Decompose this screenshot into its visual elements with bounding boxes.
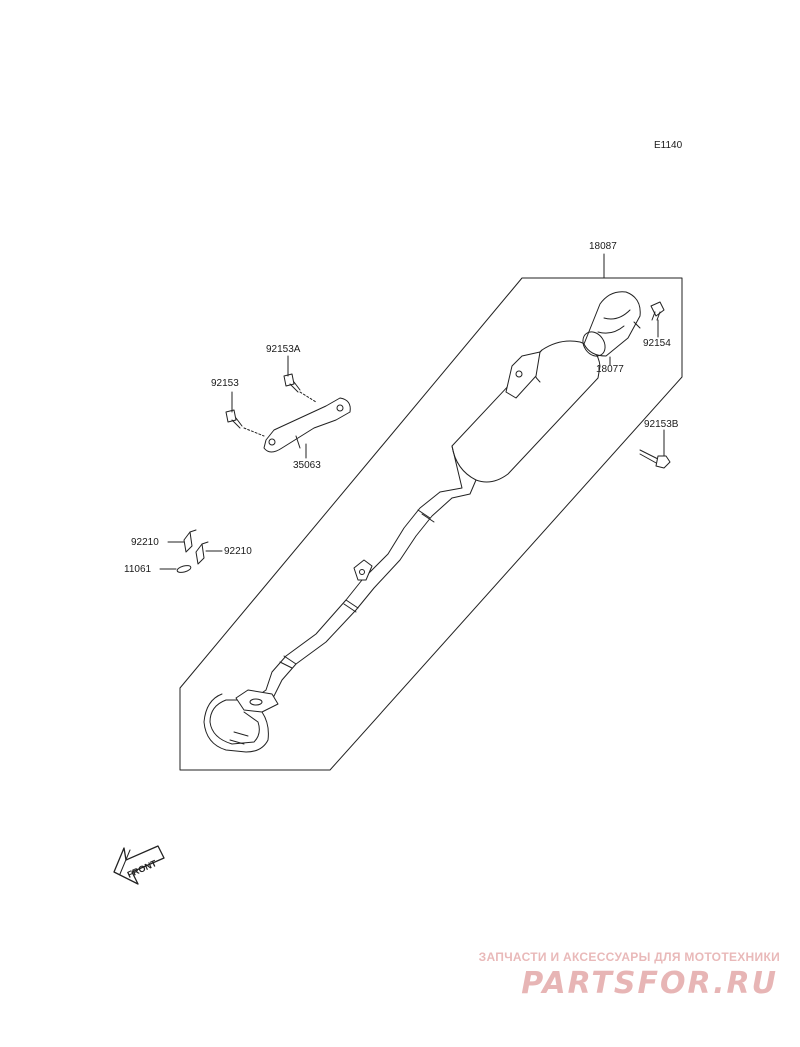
muffler[interactable] <box>439 340 601 499</box>
bolt-92153A[interactable] <box>283 373 301 393</box>
muffler-end-cap[interactable] <box>578 291 641 361</box>
part-label-92210-b[interactable]: 92210 <box>224 546 252 557</box>
part-label-18087[interactable]: 18087 <box>589 241 617 252</box>
watermark-tagline: ЗАПЧАСТИ И АКСЕССУАРЫ ДЛЯ МОТОТЕХНИКИ <box>478 950 780 964</box>
exhaust-pipe[interactable] <box>203 491 453 753</box>
bolt-92153[interactable] <box>225 409 243 429</box>
bolt-92153B[interactable] <box>639 449 671 469</box>
clip-92210-a[interactable] <box>183 529 197 553</box>
bolt-92154[interactable] <box>650 301 665 321</box>
watermark-logo: PARTSFOR.RU <box>521 966 778 1001</box>
part-label-92210-a[interactable]: 92210 <box>131 537 159 548</box>
part-label-11061[interactable]: 11061 <box>124 564 152 575</box>
part-label-92153B[interactable]: 92153B <box>644 419 679 430</box>
diagram-code: E1140 <box>654 140 683 151</box>
clip-92210-b[interactable] <box>195 541 209 565</box>
bracket-35063[interactable] <box>263 397 351 453</box>
front-arrow-icon <box>113 845 165 885</box>
gasket-11061[interactable] <box>176 564 192 573</box>
part-label-18077[interactable]: 18077 <box>596 364 624 375</box>
assembly-frame <box>179 277 683 771</box>
part-label-35063[interactable]: 35063 <box>293 460 321 471</box>
part-label-92153A[interactable]: 92153A <box>266 344 301 355</box>
part-label-92154[interactable]: 92154 <box>643 338 671 349</box>
part-label-92153[interactable]: 92153 <box>211 378 239 389</box>
